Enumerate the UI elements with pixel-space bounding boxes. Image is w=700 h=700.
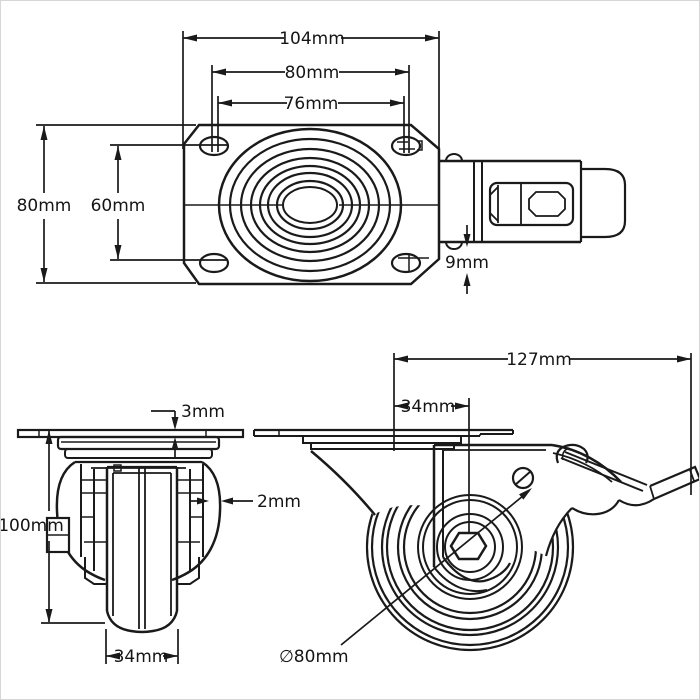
- side-view-caster: [253, 428, 699, 652]
- dimensions-layer: 104mm 80mm 76mm: [1, 29, 692, 667]
- brake-lever: [551, 443, 699, 501]
- fork-leg-right: [177, 464, 204, 585]
- dim-label: 3mm: [181, 402, 225, 422]
- dim-label: 76mm: [284, 94, 339, 114]
- dim-wheel-diameter: ∅80mm: [279, 488, 532, 667]
- dim-label: 100mm: [1, 516, 64, 536]
- dim-tread-gap: 2mm: [189, 492, 301, 512]
- dim-label: 9mm: [445, 253, 489, 273]
- dim-swivel-offset: 34mm: [394, 397, 470, 532]
- release-tab: [555, 443, 589, 464]
- pedal-slot: [488, 181, 575, 227]
- swivel-race: [64, 448, 213, 459]
- dim-wheel-width: 34mm: [105, 629, 179, 667]
- dim-label: 80mm: [285, 63, 340, 83]
- dim-hole-spacing-depth: 60mm: [91, 144, 228, 261]
- kingpin-bump-top: [445, 153, 463, 162]
- side-plate: [253, 428, 514, 437]
- dim-hole-spacing-width: 80mm: [211, 63, 410, 153]
- dim-label: 2mm: [257, 492, 301, 512]
- axle-hex-nut: [449, 531, 488, 561]
- fork-leg-left: [80, 464, 107, 585]
- tyre-silhouette-right: [171, 460, 222, 582]
- top-view-plate: [182, 123, 627, 286]
- dim-overall-height: 100mm: [1, 430, 105, 624]
- swivel-flange: [56, 435, 221, 451]
- dim-label: 60mm: [91, 196, 146, 216]
- stem-end-cap: [581, 167, 627, 239]
- dim-plate-width: 104mm: [182, 29, 440, 149]
- dim-plate-depth: 80mm: [17, 124, 196, 284]
- brake-tab-front: [45, 516, 71, 554]
- dim-label: 127mm: [506, 350, 572, 370]
- bolt-holes: [198, 135, 429, 274]
- wheel-tread-barrel: [105, 464, 179, 634]
- brake-screw: [511, 466, 535, 490]
- front-view-caster: [16, 428, 245, 634]
- dim-hole-diameter: 9mm: [445, 225, 489, 294]
- fork-bracket: [432, 443, 655, 593]
- dim-plate-thickness: 3mm: [151, 402, 225, 457]
- dim-overall-length: 127mm: [393, 350, 692, 495]
- dim-label: 34mm: [401, 397, 456, 417]
- swivel-bell-mask: [297, 442, 445, 515]
- dim-label: ∅80mm: [279, 647, 349, 667]
- dim-label: 34mm: [114, 647, 169, 667]
- slot-inner-plate: [528, 191, 566, 217]
- pedal-tip: [649, 465, 699, 501]
- bell-curve: [310, 450, 376, 516]
- dim-hole-spacing-inner: 76mm: [217, 94, 405, 153]
- mounting-plate-outline: [182, 123, 441, 286]
- leader-arrowhead: [519, 488, 532, 500]
- dim-label: 80mm: [17, 196, 72, 216]
- wheel-hub-circles: [417, 494, 523, 600]
- brake-stem-housing: [439, 153, 627, 250]
- kingpin-bump-bottom: [445, 241, 463, 250]
- dim-label: 104mm: [279, 29, 345, 49]
